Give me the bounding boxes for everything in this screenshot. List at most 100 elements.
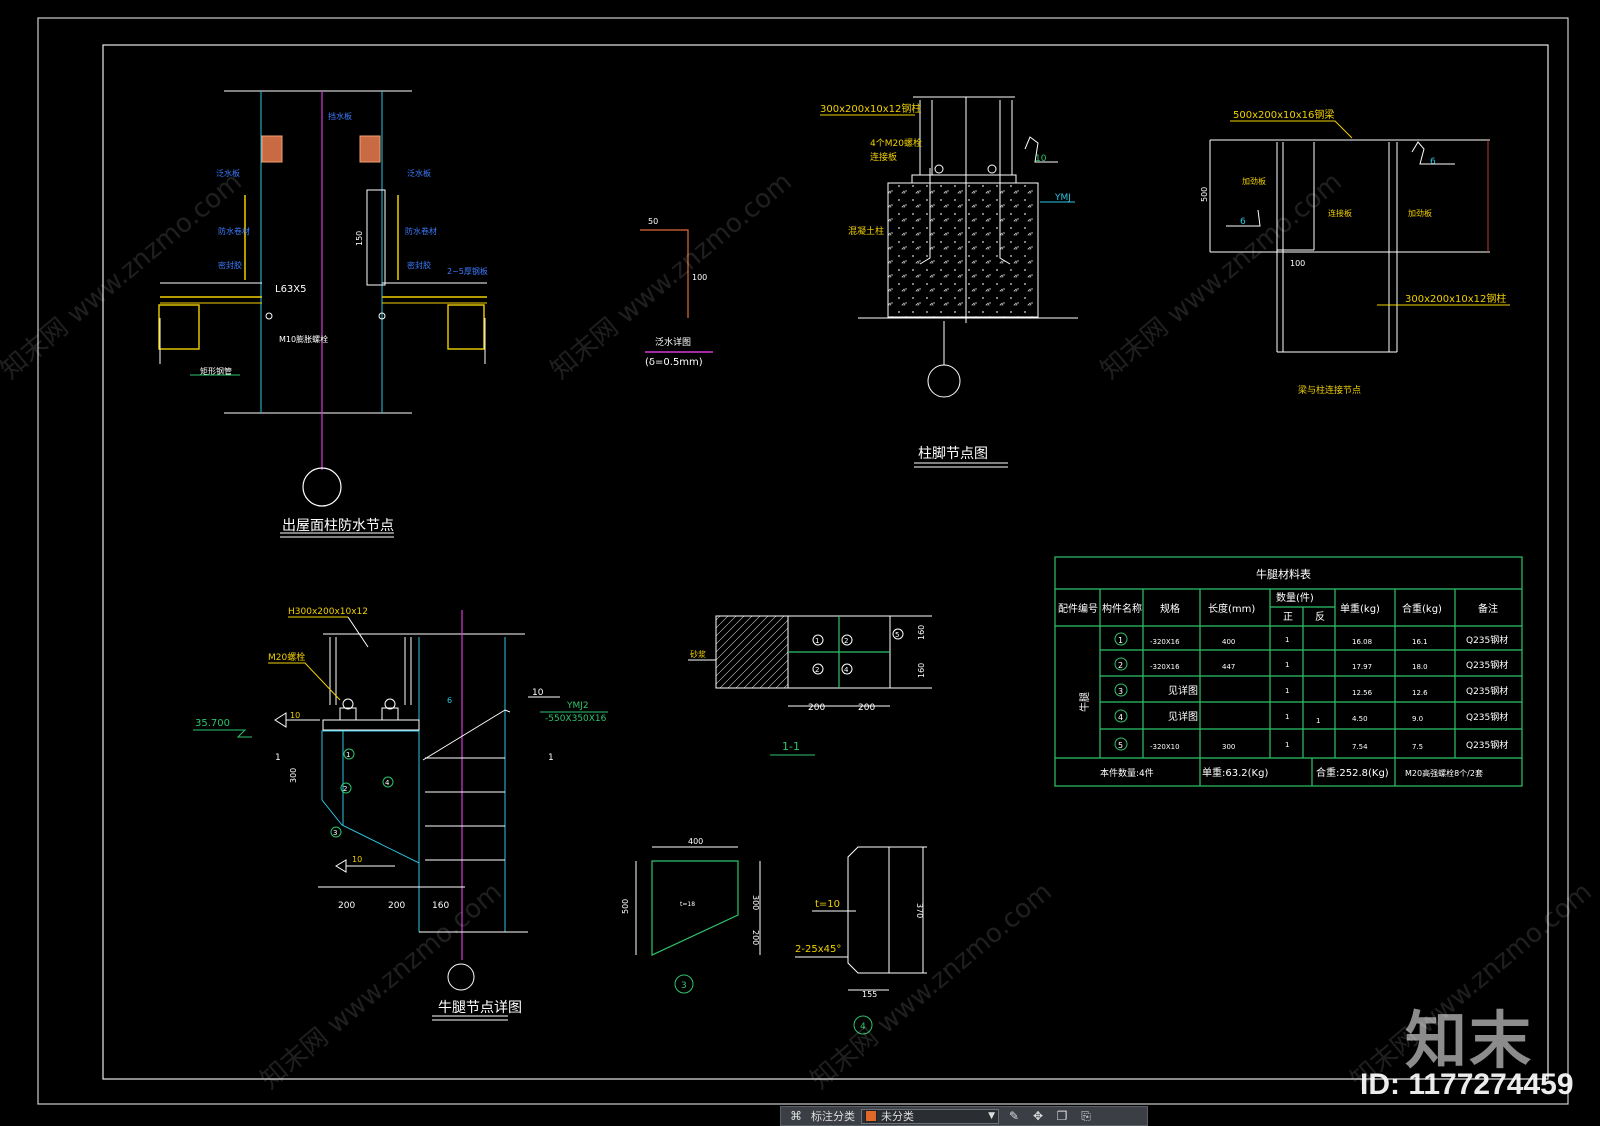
table-row-2-length: 447 bbox=[1222, 663, 1235, 671]
bracket-weld-top: 10 bbox=[532, 688, 544, 698]
table-row-1-no: 1 bbox=[1118, 636, 1123, 645]
bracket-part-1: 1 bbox=[346, 751, 350, 759]
table-row-3-unit: 12.56 bbox=[1352, 689, 1373, 697]
table-row-1-total: 16.1 bbox=[1412, 638, 1428, 646]
flashing-dim-b: 100 bbox=[692, 273, 707, 282]
bracket-dim-h1: 200 bbox=[338, 901, 355, 911]
roof-label-5: 泛水板 bbox=[407, 168, 431, 178]
roof-label-8: 2~5厚钢板 bbox=[447, 266, 488, 276]
section-dim-v2: 160 bbox=[917, 663, 926, 678]
column-base-mark: YMJ bbox=[1054, 193, 1071, 203]
section-dim-h1: 200 bbox=[808, 703, 825, 713]
part4-thickness: t=10 bbox=[815, 899, 840, 910]
column-base-bolts: 4个M20螺栓 bbox=[870, 137, 922, 149]
watermark-logo: 知末 bbox=[1405, 1004, 1534, 1077]
table-row-4-rev: 1 bbox=[1316, 717, 1320, 725]
section-label: 砂浆 bbox=[690, 649, 706, 659]
category-select-value: 未分类 bbox=[881, 1110, 914, 1123]
roof-steel-angle: L63X5 bbox=[275, 284, 307, 295]
roof-node-title: 出屋面柱防水节点 bbox=[282, 518, 394, 534]
bracket-plate: -550X350X16 bbox=[545, 714, 607, 724]
category-color-swatch bbox=[865, 1110, 877, 1122]
table-row-4-note: Q235钢材 bbox=[1466, 711, 1508, 723]
part4-width: 155 bbox=[862, 990, 877, 999]
table-title: 牛腿材料表 bbox=[1256, 567, 1311, 581]
section-part-a: 1 bbox=[815, 637, 819, 645]
table-header-spec: 规格 bbox=[1160, 602, 1180, 615]
table-group-label: 牛腿 bbox=[1078, 692, 1091, 712]
section-title: 1-1 bbox=[782, 740, 800, 753]
part4-height: 370 bbox=[915, 903, 924, 918]
roof-label-2: 防水卷材 bbox=[218, 226, 250, 236]
table-row-5-no: 5 bbox=[1118, 741, 1123, 750]
table-row-3-no: 3 bbox=[1118, 687, 1123, 696]
move-icon[interactable]: ✥ bbox=[1032, 1109, 1044, 1123]
flashing-thickness: (δ=0.5mm) bbox=[645, 357, 703, 368]
bracket-cut-b: 1 bbox=[548, 753, 554, 763]
table-sub-back: 反 bbox=[1315, 611, 1325, 623]
watermark-text-layer: 知末网 www.znzmo.com 知末网 www.znzmo.com 知末网 … bbox=[0, 167, 1598, 1096]
table-row-2-total: 18.0 bbox=[1412, 663, 1428, 671]
table-row-1-qty: 1 bbox=[1285, 636, 1289, 644]
table-group-header: 配件编号 bbox=[1058, 602, 1098, 615]
bracket-weld-low: 10 bbox=[352, 855, 362, 864]
part-4-detail: 370 t=10 2-25x45° 155 4 bbox=[795, 846, 927, 1035]
beam-joint-plate2: 加劲板 bbox=[1408, 208, 1432, 218]
bracket-mark: YMJ2 bbox=[566, 701, 589, 711]
layers-icon[interactable]: ⌘ bbox=[790, 1109, 802, 1123]
roof-label-1: 泛水板 bbox=[216, 168, 240, 178]
roof-dim: 150 bbox=[355, 231, 364, 246]
roof-label-6: 防水卷材 bbox=[405, 226, 437, 236]
part4-number: 4 bbox=[860, 1022, 866, 1032]
beam-joint-dim-height: 500 bbox=[1200, 187, 1209, 202]
beam-joint-plate1: 连接板 bbox=[1328, 208, 1352, 218]
table-row-5-note: Q235钢材 bbox=[1466, 739, 1508, 751]
edit-icon[interactable]: ✎ bbox=[1008, 1109, 1020, 1123]
table-footer-total: 合重:252.8(Kg) bbox=[1316, 766, 1389, 779]
section-part-e: 5 bbox=[895, 631, 899, 639]
toolbar-label: 标注分类 bbox=[811, 1110, 855, 1123]
material-table-text: 牛腿材料表 配件编号 牛腿 构件名称 规格 长度(mm) 数量(件) 正 反 单… bbox=[1058, 567, 1508, 779]
roof-label-3: 密封胶 bbox=[218, 260, 242, 270]
roof-bolt: M10膨胀螺栓 bbox=[279, 334, 328, 344]
table-footer-bolts: M20高强螺栓8个/2套 bbox=[1405, 768, 1483, 778]
table-header-note: 备注 bbox=[1478, 602, 1498, 615]
table-row-5-length: 300 bbox=[1222, 743, 1235, 751]
section-part-c: 2 bbox=[815, 666, 819, 674]
category-select[interactable]: 未分类 ▼ bbox=[861, 1108, 999, 1124]
part3-top: 400 bbox=[688, 837, 703, 846]
outer-frame bbox=[37, 17, 1569, 1105]
section-part-b: 2 bbox=[844, 637, 848, 645]
beam-joint-weld2: 6 bbox=[1240, 217, 1246, 227]
flashing-title: 泛水详图 bbox=[655, 336, 691, 348]
beam-joint-weld1: 6 bbox=[1430, 157, 1436, 167]
bracket-weld-left: 10 bbox=[290, 711, 300, 720]
roof-label-4: 挡水板 bbox=[328, 111, 352, 121]
beam-joint-detail: 500x200x10x16钢梁 加劲板 连接板 加劲板 300x200x10x1… bbox=[1200, 108, 1510, 396]
table-header-name: 构件名称 bbox=[1102, 602, 1142, 615]
bracket-elevation: 35.700 bbox=[195, 718, 230, 729]
column-base-detail: 柱脚节点图 300x200x10x12钢柱 4个M20螺栓 连接板 混凝土柱 1… bbox=[820, 96, 1078, 468]
roof-label-7: 密封胶 bbox=[407, 260, 431, 270]
table-row-1-length: 400 bbox=[1222, 638, 1235, 646]
table-row-4-total: 9.0 bbox=[1412, 715, 1423, 723]
beam-joint-bottom: 300x200x10x12钢柱 bbox=[1405, 292, 1506, 305]
table-row-4-unit: 4.50 bbox=[1352, 715, 1368, 723]
table-header-total: 合重(kg) bbox=[1402, 602, 1442, 615]
table-footer-unit: 单重:63.2(Kg) bbox=[1202, 766, 1268, 779]
table-header-length: 长度(mm) bbox=[1208, 602, 1255, 615]
column-base-weld: 10 bbox=[1035, 154, 1047, 164]
part3-label: t=18 bbox=[680, 901, 695, 908]
table-row-4-no: 4 bbox=[1118, 713, 1123, 722]
paste-icon[interactable]: ⎘ bbox=[1081, 1108, 1091, 1123]
section-dim-v1: 160 bbox=[917, 625, 926, 640]
table-row-3-total: 12.6 bbox=[1412, 689, 1428, 697]
section-part-d: 4 bbox=[844, 666, 849, 674]
table-header-unit: 单重(kg) bbox=[1340, 602, 1380, 615]
bracket-dim-v: 300 bbox=[289, 768, 298, 783]
flashing-detail: 50 100 泛水详图 (δ=0.5mm) bbox=[640, 217, 713, 368]
bracket-dim-h2: 200 bbox=[388, 901, 405, 911]
copy-icon[interactable]: ❐ bbox=[1056, 1109, 1068, 1123]
table-row-3-note: Q235钢材 bbox=[1466, 685, 1508, 697]
